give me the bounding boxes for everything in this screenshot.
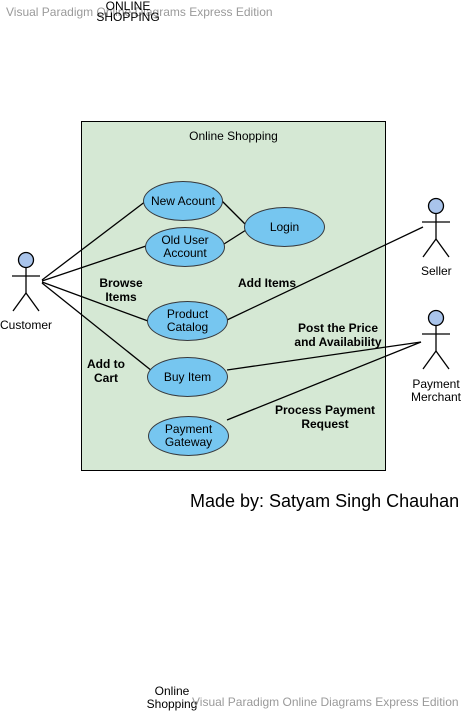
actor-seller-label: Seller	[421, 264, 452, 278]
usecase-buy-item-label: Buy Item	[163, 369, 212, 384]
usecase-product-catalog-label-1: Product	[166, 307, 209, 321]
actor-head-icon	[427, 197, 445, 215]
assoc-old-user-login[interactable]	[223, 229, 247, 245]
usecase-product-catalog[interactable]: Product Catalog	[147, 301, 228, 341]
actor-payment-merchant-label: Payment Merchant	[410, 378, 462, 404]
edge-label-process-payment-1: Process Payment	[274, 403, 376, 417]
usecase-payment-gateway-label-1: Payment	[164, 422, 213, 436]
actor-head-icon	[427, 309, 445, 327]
edge-label-post-price: Post the Price and Availability	[293, 321, 383, 349]
edge-label-browse-items-1: Browse	[99, 276, 143, 290]
diagram-title: ONLINE SHOPPING	[88, 0, 168, 24]
edge-label-browse-items-2: Items	[105, 290, 137, 304]
edge-label-add-items: Add Items	[238, 276, 297, 290]
assoc-merchant-payment-gateway[interactable]	[226, 341, 422, 421]
actor-head-icon	[17, 251, 35, 269]
assoc-customer-buy-item[interactable]	[41, 282, 153, 372]
actor-customer-label: Customer	[0, 318, 53, 332]
actor-payment-merchant-label-1: Payment	[412, 377, 460, 391]
assoc-customer-new-account[interactable]	[41, 200, 147, 281]
usecase-login[interactable]: Login	[244, 207, 325, 247]
edge-label-post-price-2: and Availability	[294, 335, 382, 349]
usecase-buy-item[interactable]: Buy Item	[147, 357, 228, 397]
edge-label-process-payment-2: Request	[301, 417, 349, 431]
usecase-new-account[interactable]: New Acount	[143, 181, 223, 221]
usecase-old-user-label-1: Old User	[161, 233, 209, 247]
edge-label-add-to-cart: Add to Cart	[82, 357, 130, 385]
assoc-seller-product-catalog[interactable]	[226, 226, 424, 321]
usecase-new-account-label: New Acount	[150, 193, 216, 208]
footer-title-line-2: Shopping	[146, 697, 198, 711]
actor-payment-merchant-figure[interactable]	[422, 309, 450, 370]
assoc-customer-product-catalog[interactable]	[41, 281, 149, 322]
footer-title: Online Shopping	[142, 685, 202, 711]
usecase-old-user-account[interactable]: Old User Account	[145, 227, 225, 267]
actor-customer-figure[interactable]	[12, 251, 40, 312]
author-credit: Made by: Satyam Singh Chauhan	[190, 491, 460, 511]
edge-label-browse-items: Browse Items	[96, 276, 146, 304]
edge-label-post-price-1: Post the Price	[297, 321, 379, 335]
edge-label-process-payment: Process Payment Request	[272, 403, 378, 431]
assoc-new-account-login[interactable]	[221, 200, 247, 226]
diagram-title-line-1: ONLINE	[105, 0, 151, 13]
usecase-old-user-label-2: Account	[163, 246, 207, 260]
usecase-login-label: Login	[269, 219, 300, 234]
edge-label-add-to-cart-2: Cart	[93, 371, 118, 385]
usecase-payment-gateway[interactable]: Payment Gateway	[148, 416, 229, 456]
actor-payment-merchant-label-2: Merchant	[410, 390, 462, 404]
usecase-payment-gateway-label-2: Gateway	[164, 435, 213, 449]
assoc-customer-old-user[interactable]	[41, 245, 147, 282]
footer-title-line-1: Online	[154, 684, 190, 698]
usecase-product-catalog-label-2: Catalog	[166, 320, 209, 334]
assoc-merchant-buy-item[interactable]	[226, 341, 422, 371]
system-boundary-title: Online Shopping	[189, 129, 278, 143]
edge-label-add-to-cart-1: Add to	[87, 357, 125, 371]
diagram-title-line-2: SHOPPING	[96, 10, 160, 24]
system-boundary[interactable]: Online Shopping	[81, 121, 386, 471]
watermark-top: Visual Paradigm Online Diagrams Express …	[6, 5, 273, 19]
actor-seller-figure[interactable]	[422, 197, 450, 258]
watermark-bottom: Visual Paradigm Online Diagrams Express …	[192, 695, 459, 709]
